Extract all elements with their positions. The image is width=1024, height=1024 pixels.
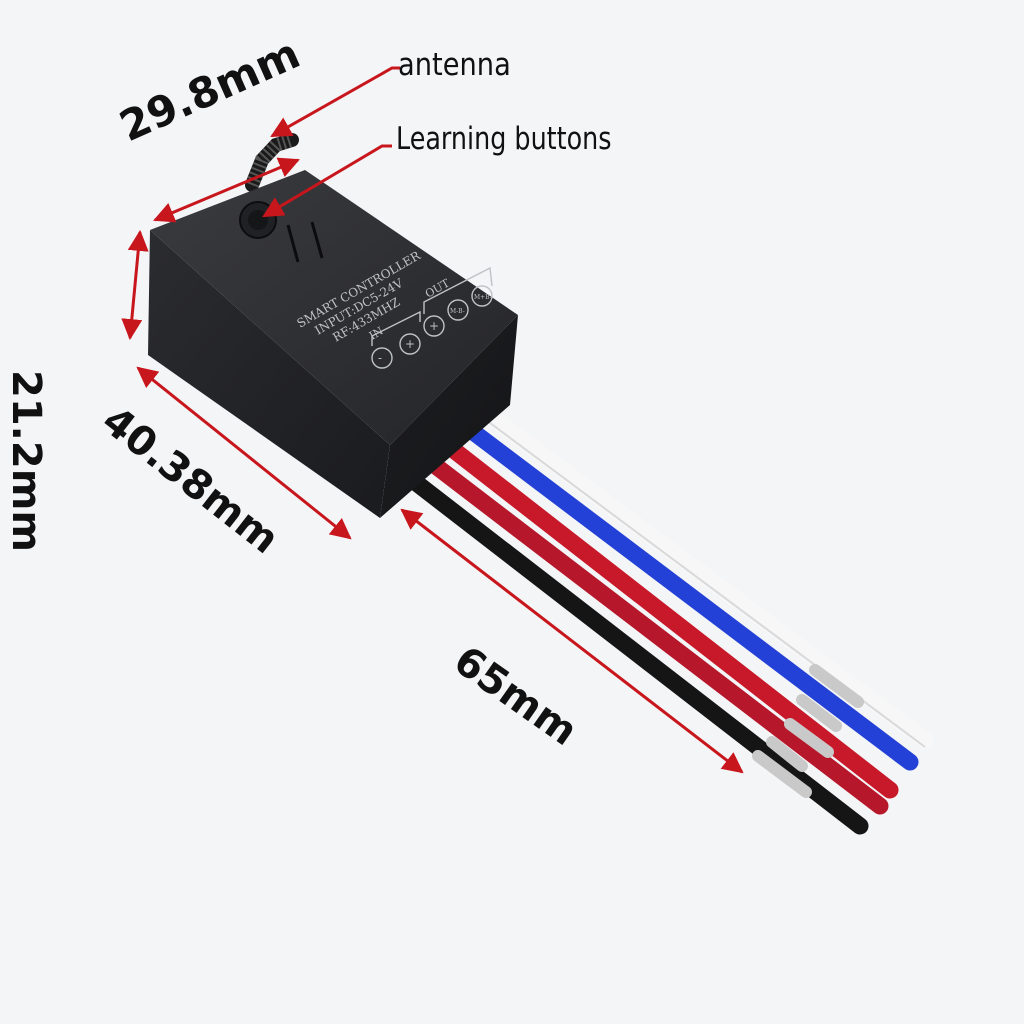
wire-bundle bbox=[401, 401, 934, 835]
terminal-m2: M+B- bbox=[474, 294, 492, 301]
antenna-callout: antenna bbox=[398, 47, 511, 83]
dimension-arrows bbox=[121, 157, 744, 774]
wire-red-2 bbox=[419, 451, 889, 815]
stripped-wire-ends bbox=[752, 664, 864, 798]
terminal-m1: M-B- bbox=[450, 308, 465, 315]
terminal-out-plus: + bbox=[429, 319, 439, 333]
height-dimension-arrow bbox=[121, 229, 149, 341]
label-in: IN bbox=[367, 324, 386, 342]
height-dimension-label: 21.2mm bbox=[3, 370, 49, 553]
learning-buttons-callout: Learning buttons bbox=[396, 121, 612, 157]
terminal-labels: IN OUT - + + M-B- M+B- bbox=[367, 276, 492, 365]
wire-red-1 bbox=[437, 435, 899, 799]
wire-length-dimension-arrow bbox=[400, 508, 744, 774]
housing-top-face bbox=[150, 170, 518, 445]
learning-buttons-arrow bbox=[262, 144, 392, 218]
callout-arrows bbox=[262, 66, 400, 218]
width-dimension-arrow bbox=[153, 157, 300, 223]
terminal-minus: - bbox=[378, 351, 382, 365]
length-dimension-arrow bbox=[136, 366, 352, 540]
antenna-arrow bbox=[270, 66, 400, 138]
housing-front-face bbox=[380, 315, 518, 518]
terminal-plus: + bbox=[405, 337, 415, 351]
terminal-diagram bbox=[371, 266, 493, 369]
